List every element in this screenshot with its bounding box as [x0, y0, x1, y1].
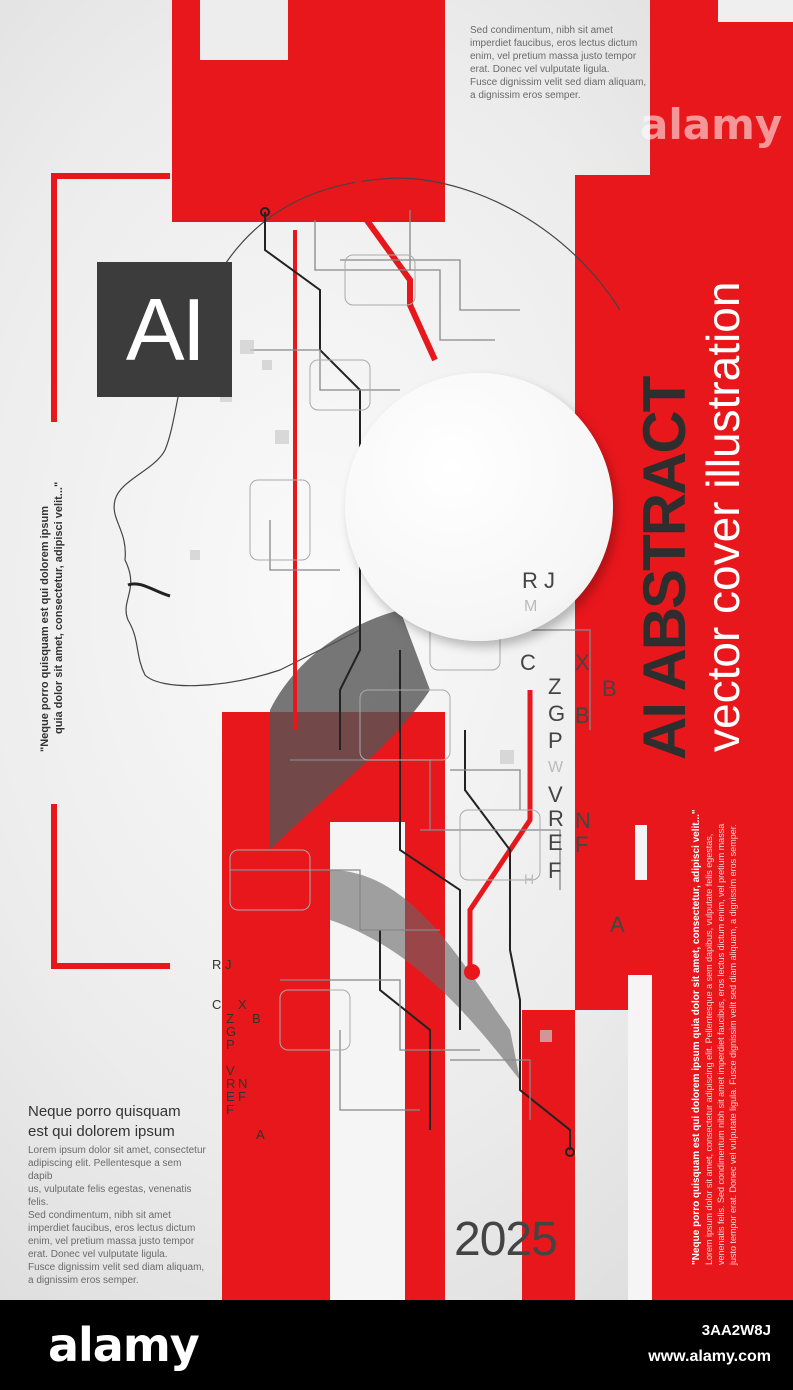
- letter-small: R: [226, 1076, 236, 1091]
- letter-small: R J: [212, 957, 232, 972]
- letter: M: [524, 598, 538, 615]
- circuit-head-illustration: [113, 137, 620, 1157]
- blank-circle: [345, 373, 613, 641]
- letter-small: F: [226, 1102, 234, 1117]
- left-vertical-quote: "Neque porro quisquam est qui dolorem ip…: [39, 481, 65, 752]
- letter: V: [548, 782, 563, 807]
- left-bracket: [51, 173, 170, 969]
- letter: N: [575, 808, 591, 833]
- letter: Z: [548, 674, 562, 699]
- letter-small: P: [226, 1037, 235, 1052]
- letter-small: E: [226, 1089, 235, 1104]
- site-url: www.alamy.com: [648, 1348, 771, 1365]
- title-vertical: AI ABSTRACT: [631, 377, 698, 760]
- letter: B: [602, 676, 617, 701]
- letter-small: G: [226, 1024, 237, 1039]
- brand-logo: alamy: [48, 1318, 200, 1372]
- ai-badge: AI: [97, 262, 232, 397]
- gap-top: [200, 0, 288, 60]
- subtitle-vertical: vector cover illustration: [697, 281, 749, 752]
- white-slot-right-2: [635, 825, 647, 880]
- letter: F: [575, 832, 589, 857]
- letter: R J: [522, 568, 555, 593]
- letter-small: N: [238, 1076, 248, 1091]
- letter: H: [524, 871, 535, 887]
- white-slot-right: [628, 975, 652, 1300]
- letter: B: [575, 703, 590, 728]
- stock-footer: alamy 3AA2W8J www.alamy.com: [0, 1300, 793, 1390]
- red-column-far-right: [650, 0, 793, 1300]
- letter-small: V: [226, 1063, 235, 1078]
- letter: P: [548, 728, 563, 753]
- letter: X: [575, 650, 590, 675]
- letter-small: F: [238, 1089, 246, 1104]
- watermark: alamy: [640, 100, 783, 149]
- red-stripe-1: [255, 985, 283, 1300]
- letter-small: Z: [226, 1011, 234, 1026]
- right-vertical-text: "Neque porro quisquam est qui dolorem ip…: [691, 809, 738, 1265]
- letter: W: [548, 759, 564, 776]
- year-label: 2025: [454, 1213, 558, 1266]
- gap-right-1: [718, 0, 793, 22]
- letter: E: [548, 830, 563, 855]
- letter: G: [548, 701, 566, 726]
- letter-small: B: [252, 1011, 261, 1026]
- letter: A: [610, 912, 625, 937]
- letter-small: A: [256, 1127, 265, 1142]
- letter: C: [520, 650, 536, 675]
- letter-small: X: [238, 997, 247, 1012]
- letter: R: [548, 806, 564, 831]
- letter: F: [548, 858, 562, 883]
- letter-small: C: [212, 997, 222, 1012]
- image-id: 3AA2W8J: [701, 1322, 771, 1339]
